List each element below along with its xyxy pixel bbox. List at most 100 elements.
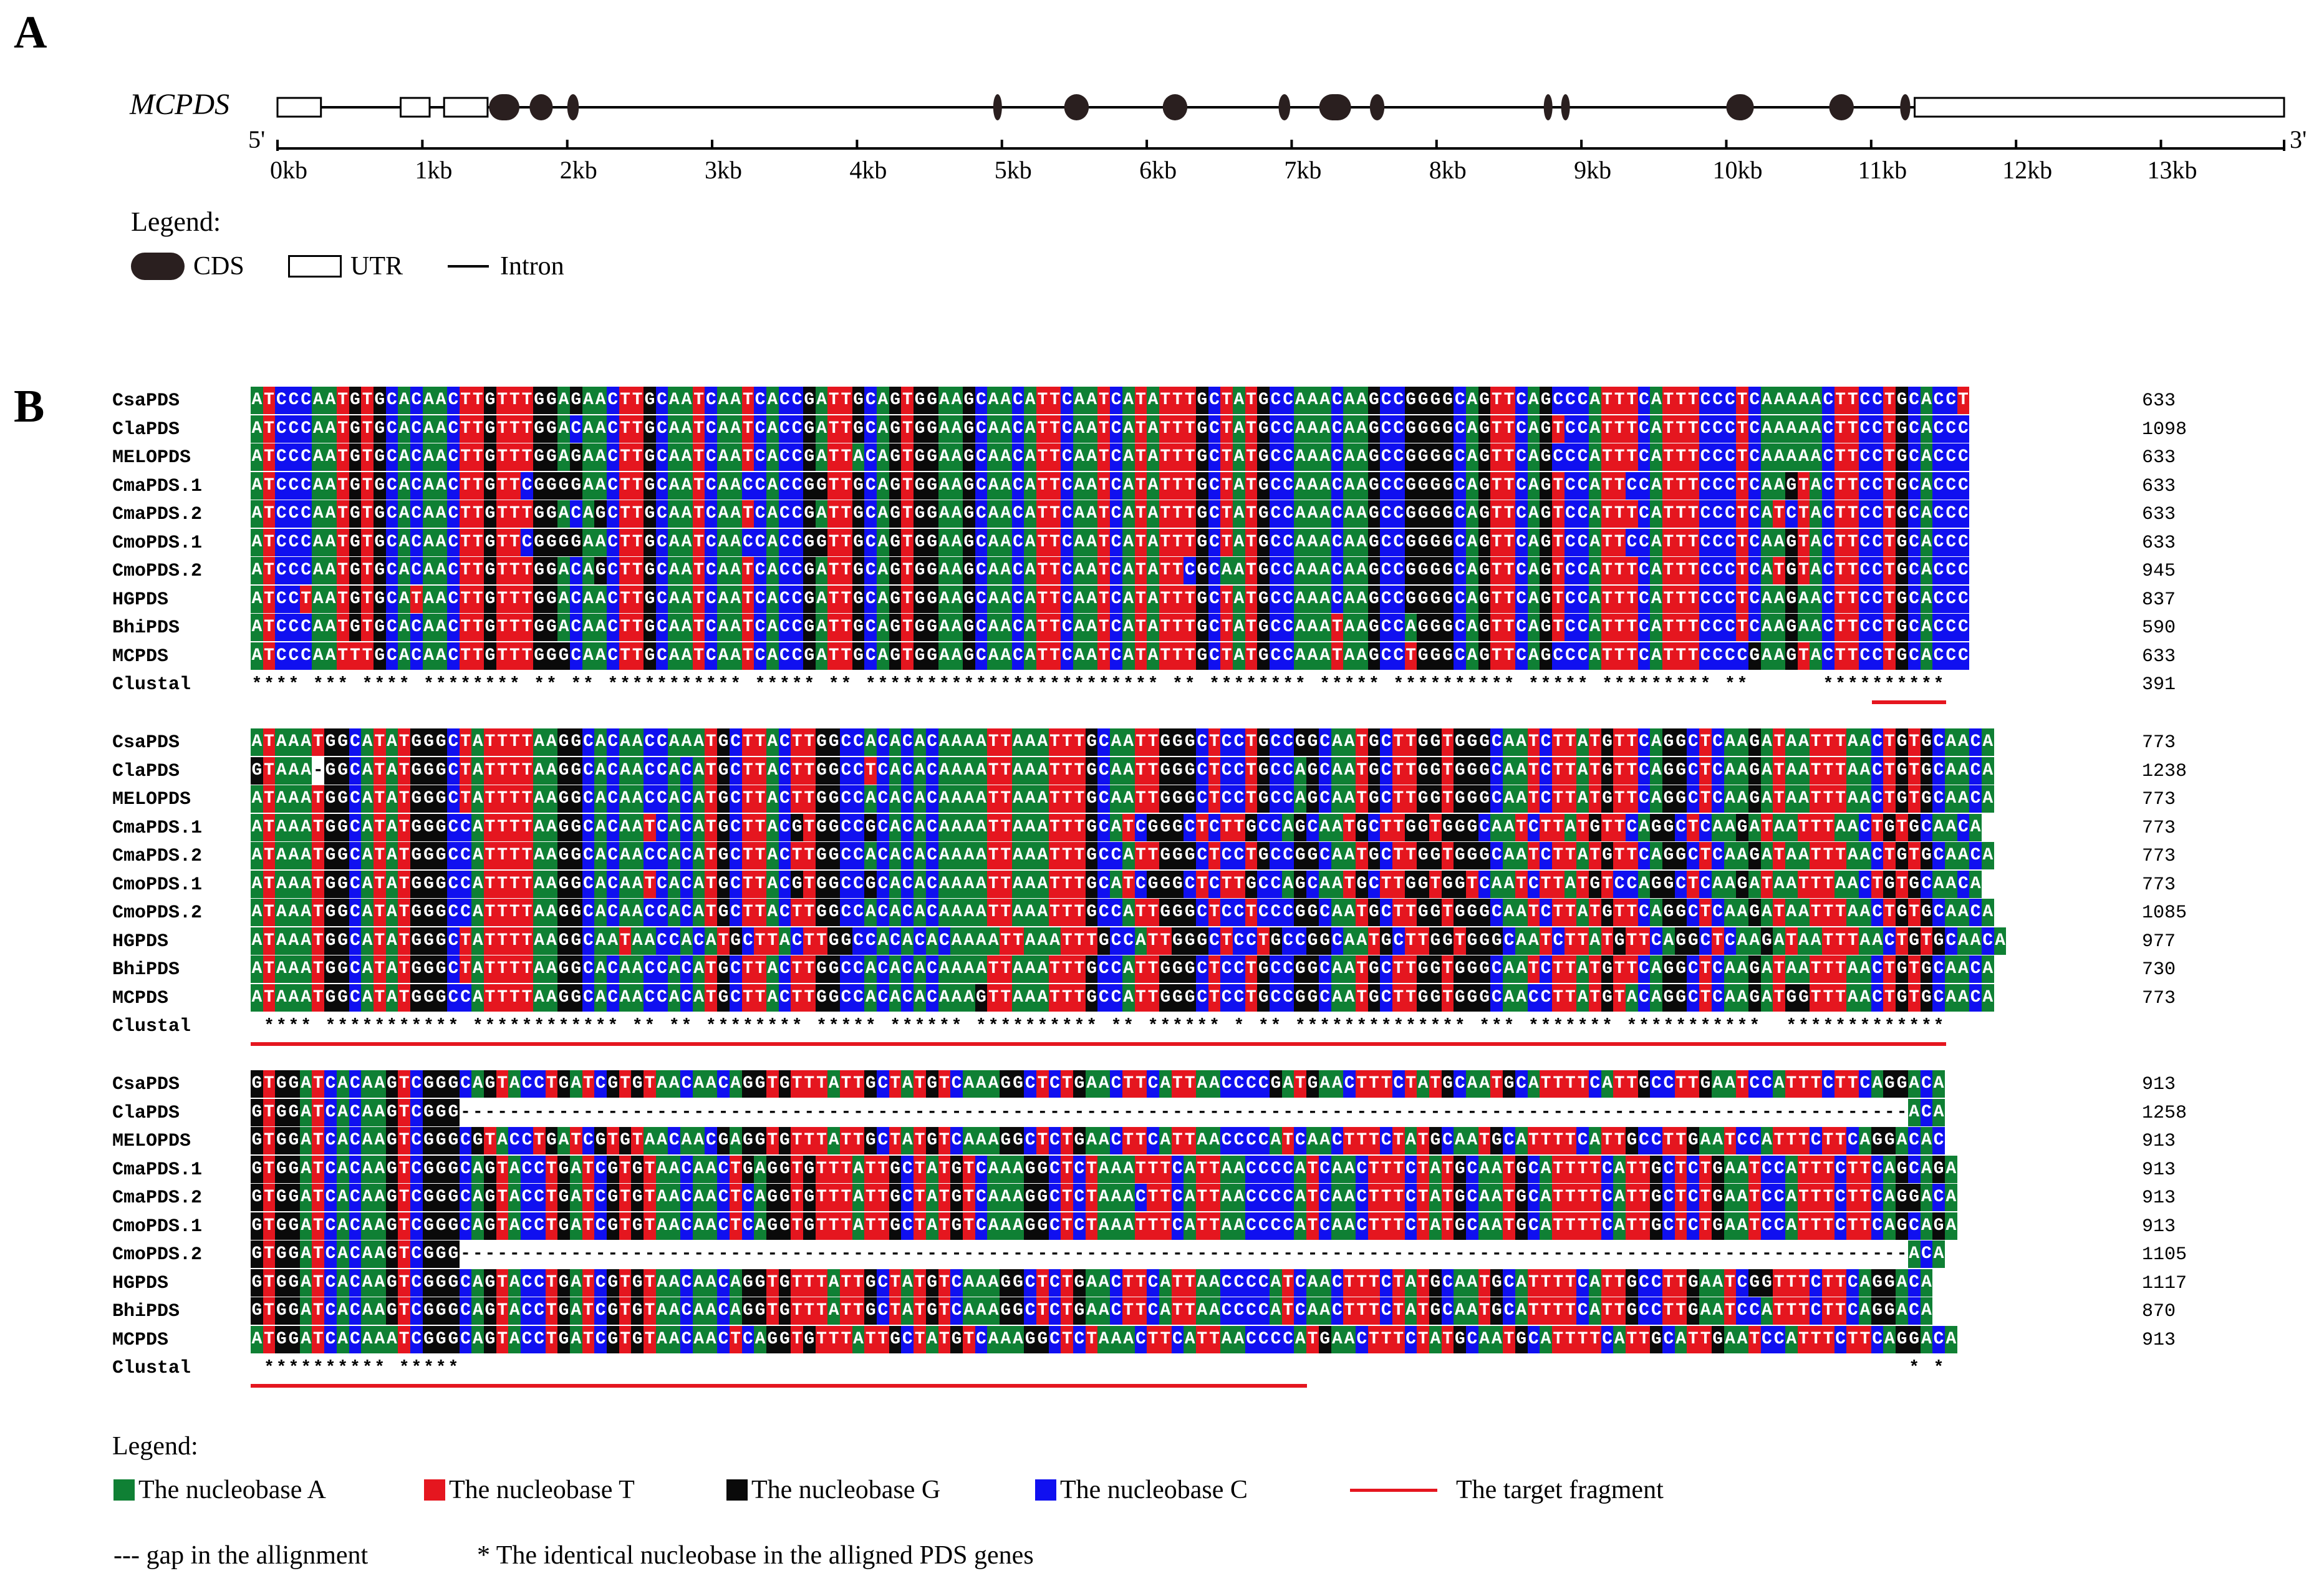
nucleotide-cell: G [1454, 1184, 1467, 1211]
nucleotide-cell: A [692, 785, 705, 813]
nucleotide-cell: A [1527, 927, 1540, 955]
nucleotide-cell: - [1478, 1098, 1491, 1126]
nucleotide-cell: C [299, 443, 312, 471]
nucleotide-cell: A [962, 785, 975, 813]
nucleotide-cell: A [287, 785, 300, 813]
nucleotide-cell: - [962, 1098, 975, 1126]
nucleotide-cell: A [336, 1240, 349, 1268]
nucleotide-cell: A [1588, 443, 1601, 471]
nucleotide-cell: T [1637, 927, 1651, 955]
nucleotide-cell: C [385, 500, 398, 528]
nucleotide-cell: G [275, 1325, 288, 1353]
nucleotide-cell: A [852, 443, 865, 471]
nucleotide-cell: G [925, 415, 938, 443]
nucleotide-cell: C [447, 728, 460, 756]
nucleotide-cell: G [557, 728, 570, 756]
nucleotide-cell: C [680, 1269, 693, 1297]
consensus-mark: * [1369, 675, 1379, 694]
nucleotide-cell: T [533, 1127, 546, 1154]
nucleotide-cell: T [1859, 1325, 1871, 1353]
nucleotide-cell: T [496, 1269, 509, 1297]
nucleotide-cell: A [361, 728, 374, 756]
consensus-mark [1466, 1012, 1478, 1041]
nucleotide-cell: C [754, 528, 766, 556]
nucleotide-cell: T [263, 927, 276, 955]
nucleotide-cell: C [1932, 614, 1945, 641]
nucleotide-cell: - [840, 1240, 852, 1268]
nucleotide-cell: A [914, 785, 926, 813]
consensus-mark [1024, 1354, 1036, 1383]
nucleotide-cell: G [1466, 899, 1478, 926]
nucleotide-cell: T [1810, 785, 1822, 813]
consensus-mark: * [1209, 1017, 1220, 1036]
nucleotide-cell: T [1687, 500, 1700, 528]
nucleotide-cell: C [1257, 1325, 1270, 1353]
nucleotide-cell: A [1294, 443, 1307, 471]
nucleotide-cell: G [1245, 870, 1258, 898]
nucleotide-cell: T [508, 415, 521, 443]
nucleotide-cell: C [1073, 1155, 1086, 1183]
nucleotide-cell: T [1613, 500, 1626, 528]
nucleotide-cell: C [1503, 1269, 1515, 1297]
nucleotide-cell: A [1122, 955, 1135, 983]
nucleotide-cell: T [1355, 899, 1368, 926]
nucleotide-cell: G [324, 842, 337, 869]
nucleotide-cell: A [1515, 899, 1528, 926]
nucleotide-cell: T [1773, 955, 1785, 983]
nucleotide-cell: G [1367, 443, 1381, 471]
nucleotide-cell: A [766, 813, 779, 841]
nucleotide-cell: A [754, 1184, 766, 1211]
nucleotide-cell: A [1073, 614, 1086, 641]
nucleotide-cell: C [1233, 842, 1245, 869]
nucleotide-cell: A [1195, 1269, 1208, 1297]
nucleotide-cell: G [373, 443, 386, 471]
nucleotide-cell: C [655, 585, 668, 613]
nucleotide-cell: C [1110, 984, 1122, 1012]
nucleotide-cell: A [1343, 955, 1356, 983]
nucleotide-cell: T [644, 1269, 656, 1297]
nucleotide-cell: T [803, 927, 816, 955]
nucleotide-cell: G [1073, 1297, 1086, 1325]
nucleotide-cell: A [1981, 728, 1994, 756]
nucleotide-cell: G [410, 955, 423, 983]
consensus-mark [1172, 1354, 1184, 1383]
consensus-mark: * [1049, 1017, 1060, 1036]
consensus-mark [1122, 1354, 1135, 1383]
nucleotide-cell: A [1540, 1155, 1552, 1183]
nucleotide-cell: - [1883, 1240, 1896, 1268]
nucleotide-cell: A [766, 842, 779, 869]
nucleotide-cell: A [950, 870, 963, 898]
nucleotide-cell: A [1736, 1325, 1748, 1353]
nucleotide-cell: T [1061, 955, 1074, 983]
nucleotide-cell: T [398, 1184, 410, 1211]
nucleotide-cell: C [1281, 899, 1295, 926]
sequence-position: 837 [2142, 589, 2176, 611]
nucleotide-cell: C [299, 415, 312, 443]
nucleotide-cell: T [631, 614, 644, 641]
nucleotide-cell: C [1134, 870, 1147, 898]
nucleotide-cell: T [1036, 528, 1049, 556]
nucleotide-cell: A [987, 443, 1000, 471]
nucleotide-cell: C [1220, 757, 1233, 785]
nucleotide-cell: A [754, 1325, 766, 1353]
nucleotide-cell: G [545, 557, 558, 584]
nucleotide-cell: T [1184, 1269, 1196, 1297]
nucleotide-cell: T [521, 415, 533, 443]
nucleotide-cell: A [1871, 1070, 1884, 1098]
consensus-mark: * [1675, 675, 1686, 694]
nucleotide-cell: T [312, 984, 325, 1012]
nucleotide-cell: G [484, 387, 496, 414]
nucleotide-cell: C [287, 528, 300, 556]
nucleotide-cell: T [1184, 1127, 1196, 1154]
consensus-mark: * [988, 675, 999, 694]
nucleotide-cell: G [275, 1297, 288, 1325]
nucleotide-cell: G [619, 1127, 632, 1154]
nucleotide-cell: C [729, 728, 742, 756]
nucleotide-cell: A [385, 785, 398, 813]
sequence-name: CmoPDS.1 [112, 532, 203, 554]
nucleotide-cell: - [1195, 1098, 1208, 1126]
nucleotide-cell: G [422, 984, 435, 1012]
nucleotide-cell: T [619, 1297, 632, 1325]
consensus-mark: * [951, 675, 962, 694]
